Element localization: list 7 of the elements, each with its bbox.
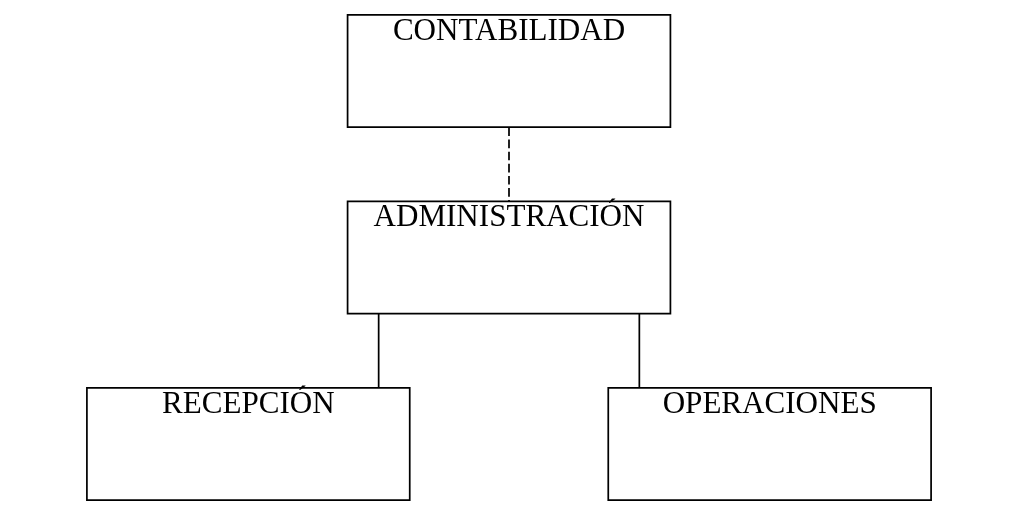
connector: [377, 313, 380, 389]
node-box: ADMINISTRACIÓN: [346, 200, 672, 315]
node-box: OPERACIONES: [607, 386, 932, 501]
node-box: CONTABILIDAD: [346, 14, 672, 129]
node-box: RECEPCIÓN: [86, 386, 411, 501]
connector: [638, 313, 641, 389]
connector: [508, 126, 510, 203]
